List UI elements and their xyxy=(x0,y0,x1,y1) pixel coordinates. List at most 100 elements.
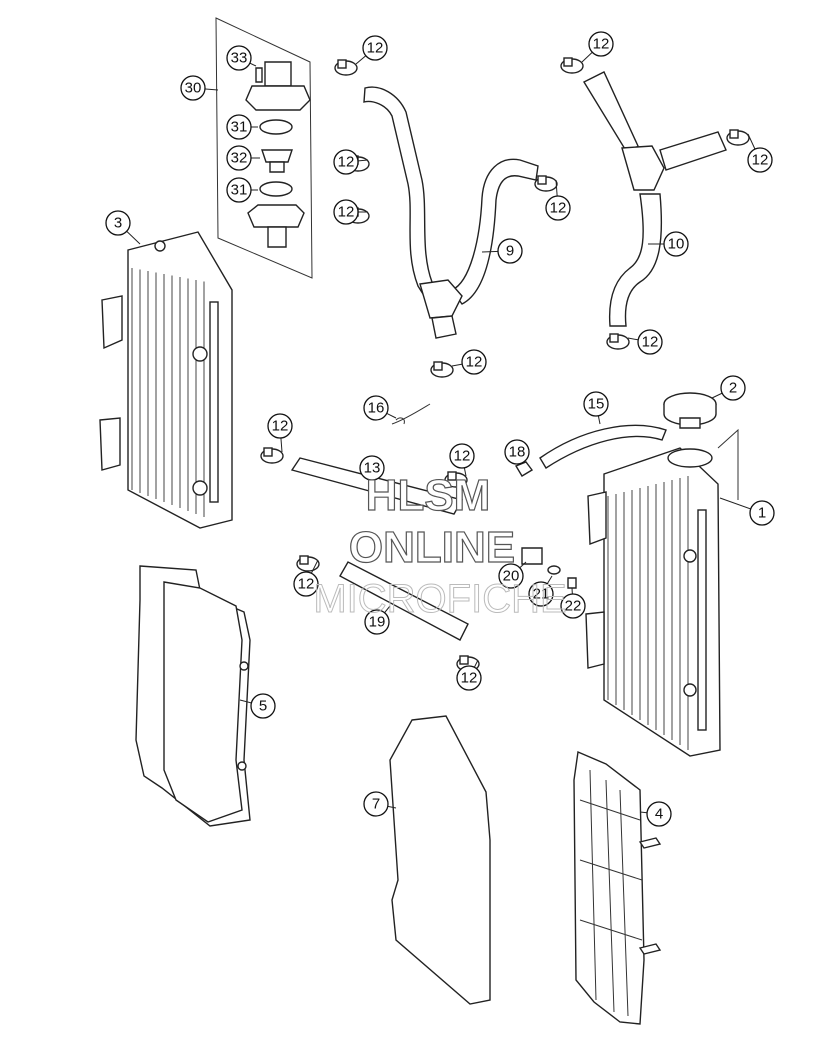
callout-3: 3 xyxy=(105,210,131,236)
callout-circle-21 xyxy=(528,581,554,607)
callout-label-30: 30 xyxy=(185,80,202,97)
callout-12: 12 xyxy=(545,195,571,221)
callout-label-20: 20 xyxy=(503,568,520,585)
callout-label-19: 19 xyxy=(369,614,386,631)
callout-21: 21 xyxy=(528,581,554,607)
hose-clamp xyxy=(260,447,284,464)
callout-12: 12 xyxy=(461,349,487,375)
hose-13 xyxy=(290,457,464,515)
callout-label-9: 9 xyxy=(506,243,514,260)
callout-label-3: 3 xyxy=(114,215,122,232)
callout-label-12: 12 xyxy=(298,576,315,593)
callout-label-12: 12 xyxy=(593,36,610,53)
callout-circle-31 xyxy=(226,177,252,203)
hose-clamp xyxy=(560,57,584,74)
callout-label-5: 5 xyxy=(259,698,267,715)
callout-label-1: 1 xyxy=(758,505,766,522)
callout-circle-12 xyxy=(461,349,487,375)
callout-label-12: 12 xyxy=(752,152,769,169)
callout-circle-12 xyxy=(333,199,359,225)
callout-label-12: 12 xyxy=(550,200,567,217)
callout-circle-3 xyxy=(105,210,131,236)
hose-clamp xyxy=(430,361,454,378)
hose-10 xyxy=(583,71,727,327)
callout-label-32: 32 xyxy=(231,150,248,167)
callout-label-15: 15 xyxy=(588,396,605,413)
hose-clamp xyxy=(444,471,468,488)
callout-circle-32 xyxy=(226,145,252,171)
callout-circle-9 xyxy=(497,238,523,264)
callout-circle-30 xyxy=(180,75,206,101)
hose-clamps xyxy=(260,57,750,672)
callout-label-12: 12 xyxy=(454,448,471,465)
callout-12: 12 xyxy=(333,149,359,175)
callout-circle-12 xyxy=(267,413,293,439)
callout-1: 1 xyxy=(749,500,775,526)
callout-circle-7 xyxy=(363,791,389,817)
callout-label-12: 12 xyxy=(461,670,478,687)
callout-circle-1 xyxy=(749,500,775,526)
callout-label-31: 31 xyxy=(231,119,248,136)
callout-circle-12 xyxy=(293,571,319,597)
callout-22: 22 xyxy=(560,593,586,619)
callout-13: 13 xyxy=(359,455,385,481)
thermostat-group xyxy=(215,17,313,279)
callout-circle-2 xyxy=(720,375,746,401)
watermark: HLSM ONLINE MICROFICHE xyxy=(313,470,567,621)
callout-label-33: 33 xyxy=(231,50,248,67)
callout-label-16: 16 xyxy=(368,400,385,417)
watermark-line-3: MICROFICHE xyxy=(313,577,566,621)
hose-19 xyxy=(339,561,469,641)
callout-label-2: 2 xyxy=(729,380,737,397)
callout-circle-16 xyxy=(363,395,389,421)
callout-30: 30 xyxy=(180,75,206,101)
radiator-cap xyxy=(663,392,717,429)
callout-circle-12 xyxy=(362,35,388,61)
callout-33: 33 xyxy=(226,45,252,71)
callout-label-7: 7 xyxy=(372,796,380,813)
callout-12: 12 xyxy=(747,147,773,173)
callout-circle-12 xyxy=(333,149,359,175)
hose-clamp xyxy=(334,59,358,76)
callout-label-12: 12 xyxy=(338,154,355,171)
watermark-line-1: HLSM xyxy=(366,471,491,520)
callout-18: 18 xyxy=(504,439,530,465)
callout-label-12: 12 xyxy=(367,40,384,57)
callout-label-12: 12 xyxy=(338,204,355,221)
callout-label-12: 12 xyxy=(642,334,659,351)
callout-label-21: 21 xyxy=(533,586,550,603)
callout-circle-12 xyxy=(449,443,475,469)
hose-clamp xyxy=(726,129,750,146)
callout-label-18: 18 xyxy=(509,444,526,461)
small-parts xyxy=(391,403,577,589)
watermark-line-2: ONLINE xyxy=(349,523,515,572)
callout-label-12: 12 xyxy=(466,354,483,371)
callout-circle-19 xyxy=(364,609,390,635)
callout-circle-12 xyxy=(545,195,571,221)
callout-9: 9 xyxy=(497,238,523,264)
hose-15 xyxy=(539,424,667,469)
callout-circle-4 xyxy=(646,801,672,827)
callout-12: 12 xyxy=(333,199,359,225)
callout-circle-12 xyxy=(588,31,614,57)
callout-12: 12 xyxy=(588,31,614,57)
callout-4: 4 xyxy=(646,801,672,827)
callout-circle-5 xyxy=(250,693,276,719)
callout-16: 16 xyxy=(363,395,389,421)
hose-clamp xyxy=(534,175,558,192)
callout-19: 19 xyxy=(364,609,390,635)
callout-32: 32 xyxy=(226,145,252,171)
callout-circle-12 xyxy=(637,329,663,355)
callout-circle-20 xyxy=(498,563,524,589)
callout-2: 2 xyxy=(720,375,746,401)
hose-clamp xyxy=(606,333,630,350)
right-radiator xyxy=(585,428,739,757)
callout-circle-18 xyxy=(504,439,530,465)
callout-circle-31 xyxy=(226,114,252,140)
callout-label-10: 10 xyxy=(668,236,685,253)
callout-circle-12 xyxy=(456,665,482,691)
callout-circle-12 xyxy=(747,147,773,173)
